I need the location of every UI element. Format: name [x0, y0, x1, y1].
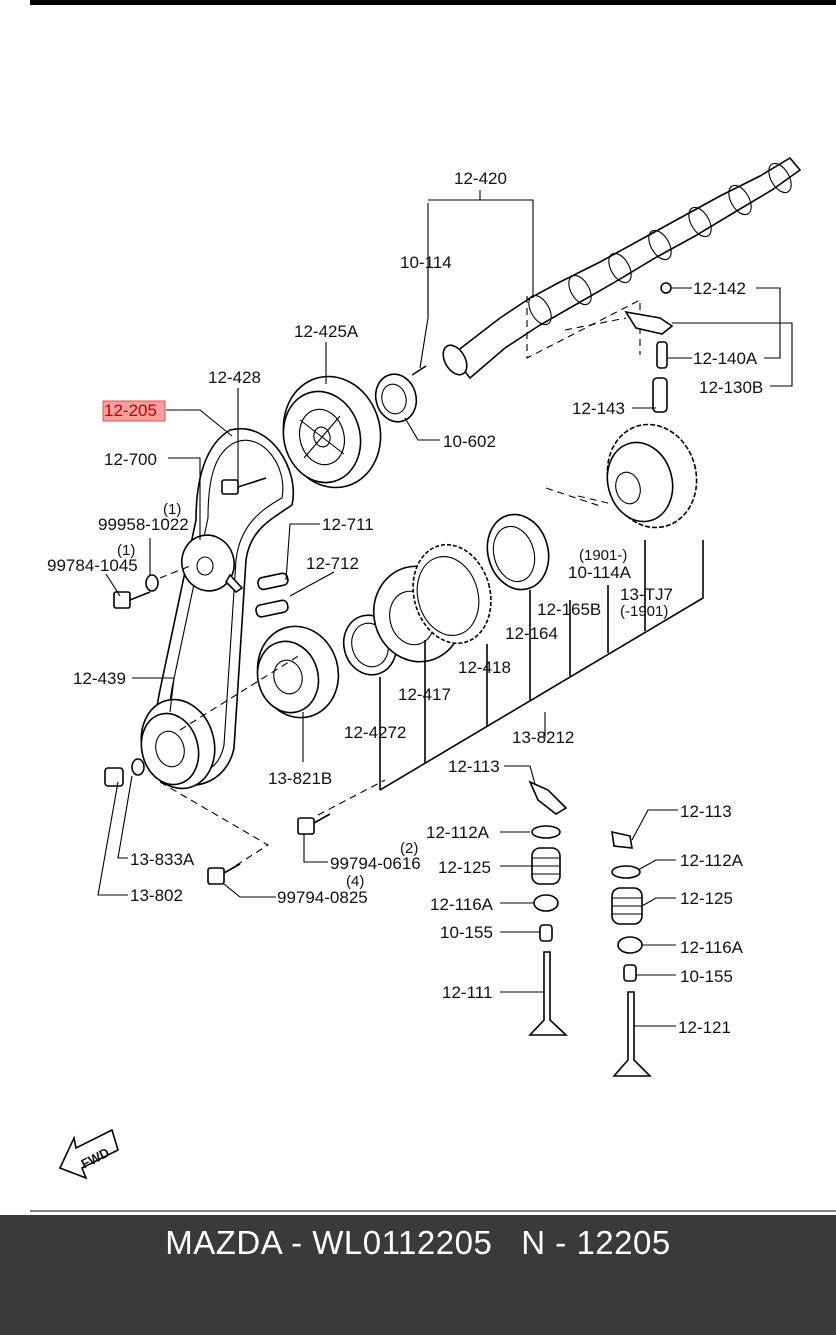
- label-99958-1022: 99958-1022: [98, 515, 189, 534]
- label-12-116A-b: 12-116A: [680, 938, 744, 957]
- label-1901-minus: (1901-): [579, 547, 627, 564]
- label-12-143: 12-143: [572, 399, 625, 418]
- parts-diagram: 12-420 10-114 12-142 12-140A 12-130B 12-…: [30, 0, 836, 1212]
- label-12-439: 12-439: [73, 669, 126, 688]
- bolt-99794-0825: [207, 863, 241, 885]
- label-12-142: 12-142: [693, 279, 746, 298]
- label-12-164: 12-164: [505, 624, 558, 643]
- label-13-8212: 13-8212: [512, 728, 574, 747]
- oil-seal: [374, 373, 418, 423]
- label-12-425A: 12-425A: [294, 322, 359, 341]
- label-12-700: 12-700: [104, 450, 157, 469]
- label-10-114: 10-114: [400, 253, 452, 272]
- label-13-833A: 13-833A: [130, 850, 195, 869]
- label-12-428: 12-428: [208, 368, 261, 387]
- label-12-125-a: 12-125: [438, 858, 491, 877]
- label-99784-1045: 99784-1045: [47, 556, 138, 575]
- fwd-arrow-icon: FWD: [58, 1128, 119, 1180]
- label-12-420: 12-420: [454, 169, 507, 188]
- leader-lines: [97, 190, 793, 1027]
- label-99794-0616-qty: (2): [400, 840, 418, 857]
- label-12-116A-a: 12-116A: [430, 895, 494, 914]
- crank-pulley: [104, 698, 216, 790]
- gear-13-tj7: [606, 423, 698, 529]
- label-10-602: 10-602: [443, 432, 496, 451]
- tensioner: [181, 534, 244, 594]
- footer-bar: [0, 1215, 836, 1335]
- label-10-155-a: 10-155: [440, 923, 493, 942]
- camshaft: [411, 156, 802, 380]
- label-99784-qty: (1): [117, 542, 135, 559]
- label-12-140A: 12-140A: [693, 349, 758, 368]
- valve-train-intake: [528, 780, 569, 1036]
- label-10-114A: 10-114A: [568, 563, 632, 582]
- label-12-112A-a: 12-112A: [426, 823, 490, 842]
- label-10-155-b: 10-155: [680, 967, 733, 986]
- rocker-arm: [624, 282, 674, 413]
- label-minus-1901: (-1901): [620, 603, 668, 620]
- label-12-111: 12-111: [442, 983, 492, 1002]
- bolt-12-428: [221, 477, 267, 495]
- label-12-165B: 12-165B: [537, 600, 601, 619]
- label-12-112A-b: 12-112A: [680, 851, 744, 870]
- ring-12-164: [486, 513, 550, 591]
- label-12-205: 12-205: [104, 401, 157, 420]
- label-13-TJ7: 13-TJ7: [620, 585, 673, 604]
- label-99794-0825-qty: (4): [346, 873, 364, 890]
- label-13-802: 13-802: [130, 886, 183, 905]
- label-12-712: 12-712: [306, 554, 359, 573]
- label-13-821B: 13-821B: [268, 769, 332, 788]
- highlight-box: [102, 400, 166, 422]
- cam-pulley: [282, 375, 382, 489]
- label-12-711: 12-711: [322, 515, 374, 534]
- bolt-99794-0616: [297, 813, 331, 835]
- part-labels: 12-420 10-114 12-142 12-140A 12-130B 12-…: [47, 169, 763, 1037]
- label-12-4272: 12-4272: [344, 723, 406, 742]
- timing-belt: [152, 427, 295, 786]
- label-12-418: 12-418: [458, 658, 511, 677]
- label-12-121: 12-121: [678, 1018, 731, 1037]
- part-number-caption: MAZDA - WL0112205 N - 12205: [165, 1224, 671, 1261]
- label-99958-qty: (1): [163, 501, 181, 518]
- top-border: [30, 0, 836, 5]
- label-12-125-b: 12-125: [680, 889, 733, 908]
- label-99794-0616: 99794-0616: [330, 854, 421, 873]
- washer-bolt: [113, 565, 191, 609]
- label-12-113-b: 12-113: [680, 802, 732, 821]
- label-12-130B: 12-130B: [699, 378, 763, 397]
- label-99794-0825: 99794-0825: [277, 888, 368, 907]
- gear-12-418: [412, 543, 492, 645]
- tensioner-spring: [255, 572, 289, 618]
- label-12-113-a: 12-113: [448, 757, 500, 776]
- valve-train-exhaust: [611, 830, 652, 1077]
- label-12-417: 12-417: [398, 685, 451, 704]
- crank-sprocket: [256, 625, 340, 719]
